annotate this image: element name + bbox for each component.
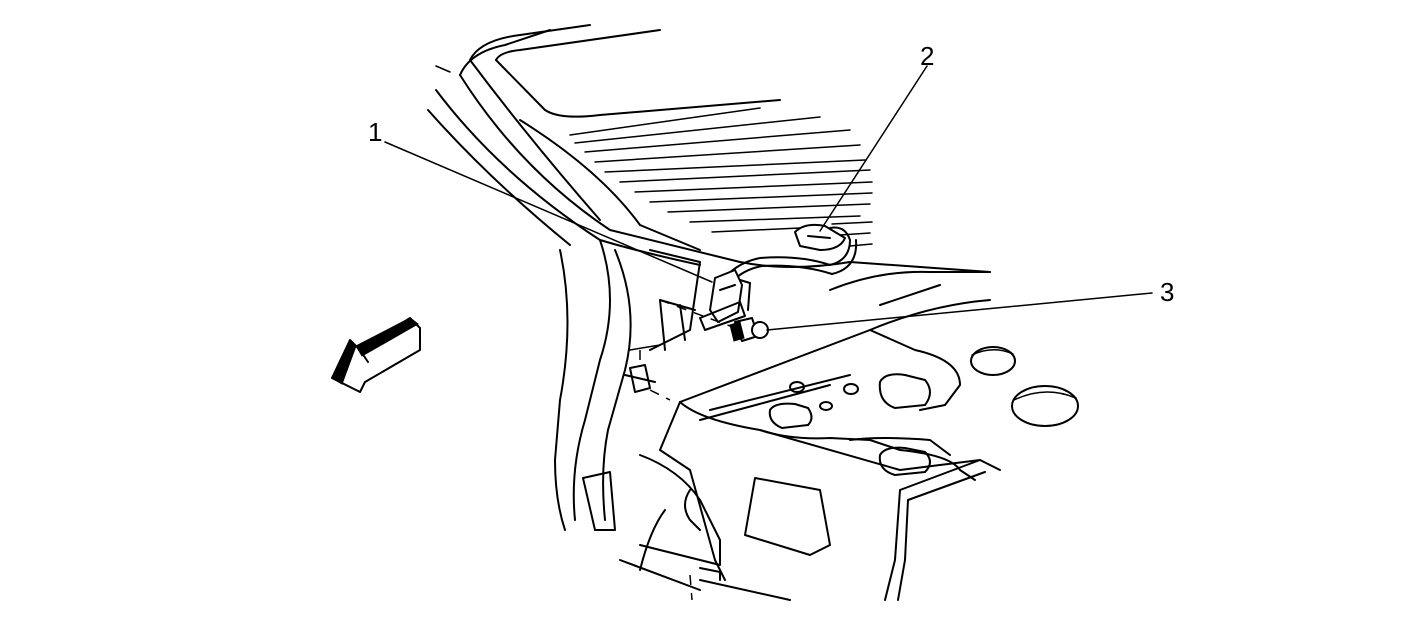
callout-3: 3 bbox=[1160, 277, 1174, 307]
connector-2 bbox=[794, 223, 846, 251]
access-holes bbox=[970, 346, 1079, 427]
trunk-sidewall bbox=[619, 454, 1001, 601]
module-bracket-1 bbox=[699, 269, 751, 331]
rear-window-glass bbox=[459, 24, 873, 247]
callout-1: 1 bbox=[368, 117, 382, 147]
leader-line-3 bbox=[766, 292, 1153, 331]
leader-line-2 bbox=[819, 65, 928, 232]
leader-lines bbox=[384, 65, 1153, 331]
leader-line-1 bbox=[384, 141, 713, 283]
bolt-3 bbox=[659, 299, 769, 342]
retainer-clip bbox=[624, 344, 671, 401]
body-pillar bbox=[427, 59, 991, 531]
forward-arrow-icon bbox=[331, 317, 421, 393]
callout-labels: 1 2 3 bbox=[368, 41, 1174, 307]
panel-openings bbox=[744, 373, 931, 556]
trunk-panel bbox=[659, 270, 991, 581]
callout-2: 2 bbox=[920, 41, 934, 71]
